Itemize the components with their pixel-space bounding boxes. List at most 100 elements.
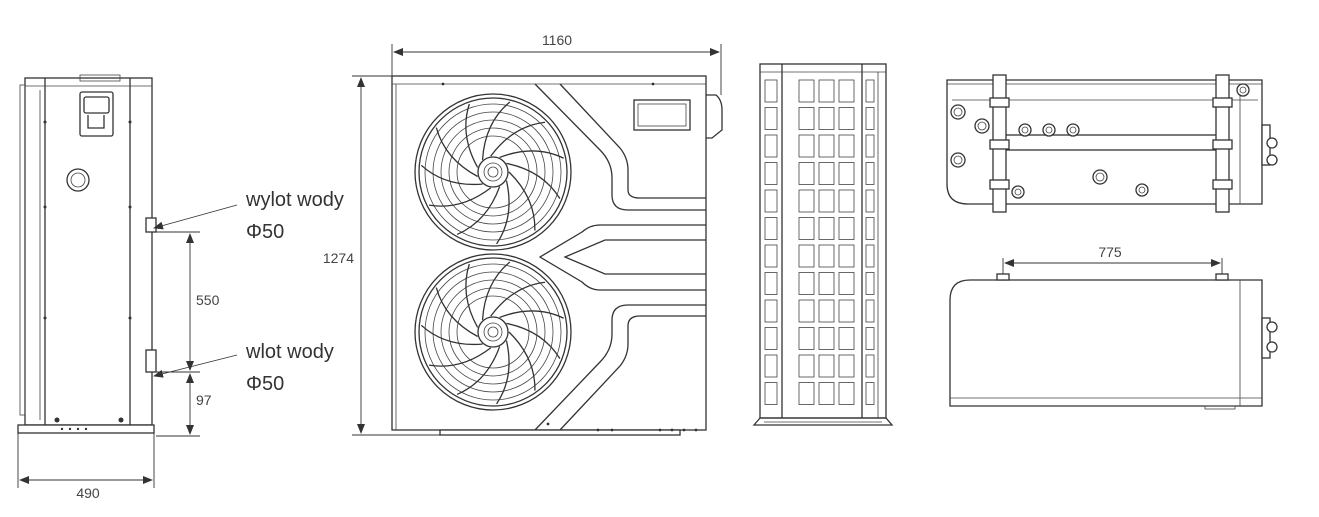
grille-cell — [818, 382, 835, 405]
front-view — [391, 75, 723, 436]
side-view — [17, 74, 157, 434]
grille-cell — [818, 134, 835, 158]
grille-cell — [838, 107, 855, 130]
outlet-label: wylot wody — [245, 189, 344, 211]
grille-cell — [818, 217, 835, 240]
grille-cell — [865, 244, 875, 268]
fan-blade — [490, 121, 546, 157]
port-circle — [1042, 123, 1056, 137]
grille-cell — [838, 299, 855, 323]
fan-ring — [448, 287, 538, 377]
fan-ring — [424, 103, 562, 241]
fan-blade — [465, 263, 479, 328]
grille-cell — [818, 79, 835, 103]
port-inner — [1014, 188, 1022, 196]
grille-cell — [865, 354, 875, 378]
grille-cell — [798, 299, 815, 323]
fan-ring — [440, 279, 546, 385]
fan-ring — [432, 111, 554, 233]
grille-cell — [798, 107, 815, 130]
grille-cell — [865, 272, 875, 295]
grille-cell — [764, 272, 778, 295]
fan-ring — [432, 271, 554, 393]
fan-ring — [456, 295, 530, 369]
grille-cell — [798, 244, 815, 268]
port-inner — [953, 155, 963, 165]
fan-blade — [481, 101, 511, 160]
grille-cell — [818, 272, 835, 295]
grille-cell — [798, 79, 815, 103]
grille-cell — [838, 327, 855, 350]
port-inner — [1021, 126, 1029, 134]
fan-blade — [420, 324, 483, 346]
fan-ring — [418, 257, 568, 407]
grille-cell — [764, 107, 778, 130]
bottom-view — [949, 273, 1278, 410]
side-width-dimension — [17, 433, 155, 488]
front-height-label: 1274 — [323, 250, 354, 266]
top-view-ports — [950, 83, 1250, 199]
grille-cell — [865, 134, 875, 158]
fan-blade — [435, 287, 478, 338]
grille-cell — [838, 354, 855, 378]
port-circle — [974, 118, 990, 134]
fan-top — [414, 93, 572, 251]
grille-cell — [838, 162, 855, 185]
fan-blade — [428, 347, 492, 367]
inlet-label: wlot wody — [245, 341, 334, 363]
side-width-label: 490 — [76, 485, 100, 501]
fan-blade — [465, 103, 479, 168]
round-port — [66, 168, 90, 192]
bracket-spacing-label: 775 — [1098, 244, 1122, 260]
fan-ring — [448, 127, 538, 217]
grille-cell — [764, 217, 778, 240]
grille-cell — [798, 189, 815, 213]
grille-cell — [818, 299, 835, 323]
fan-ring — [414, 253, 572, 411]
grille-cell — [798, 327, 815, 350]
port-circle — [1135, 183, 1149, 197]
port-inner — [1045, 126, 1053, 134]
grille-cell — [865, 217, 875, 240]
bracket-spacing-dimension — [1002, 258, 1223, 274]
top-view — [946, 74, 1278, 213]
grille-cell — [764, 189, 778, 213]
grille-cell — [818, 244, 835, 268]
grille-cell — [838, 79, 855, 103]
grille-cell — [865, 299, 875, 323]
outlet-size: Φ50 — [246, 221, 284, 243]
inlet-height-label: 97 — [196, 392, 212, 408]
fan-ring — [440, 119, 546, 225]
port-circle — [1066, 123, 1080, 137]
port-circle — [1018, 123, 1032, 137]
grille-cell — [798, 382, 815, 405]
fan-blade — [456, 346, 501, 396]
grille-cell — [865, 79, 875, 103]
outlet-leader — [153, 204, 238, 230]
fan-blade — [496, 180, 510, 245]
grille-cell — [764, 327, 778, 350]
grille-cell — [764, 244, 778, 268]
grille-cell — [818, 189, 835, 213]
grille-cell — [798, 162, 815, 185]
grille-cell — [838, 217, 855, 240]
grille-cell — [838, 189, 855, 213]
grille-cell — [798, 134, 815, 158]
grille-cell — [764, 299, 778, 323]
front-width-dimension — [391, 44, 722, 95]
grille-cells — [764, 79, 875, 405]
pipe-spacing-dimension — [156, 231, 200, 437]
grille-cell — [798, 272, 815, 295]
fan-ring — [418, 97, 568, 247]
fan-blade — [490, 281, 546, 317]
port-circle — [1236, 83, 1250, 97]
fan-blade — [506, 162, 561, 199]
fan-blade — [499, 310, 564, 319]
grille-cell — [838, 272, 855, 295]
fan-blade — [496, 340, 510, 405]
fan-blade — [435, 127, 478, 178]
grille-cell — [818, 354, 835, 378]
fan-blade — [428, 187, 492, 207]
fan-blade — [508, 171, 536, 231]
